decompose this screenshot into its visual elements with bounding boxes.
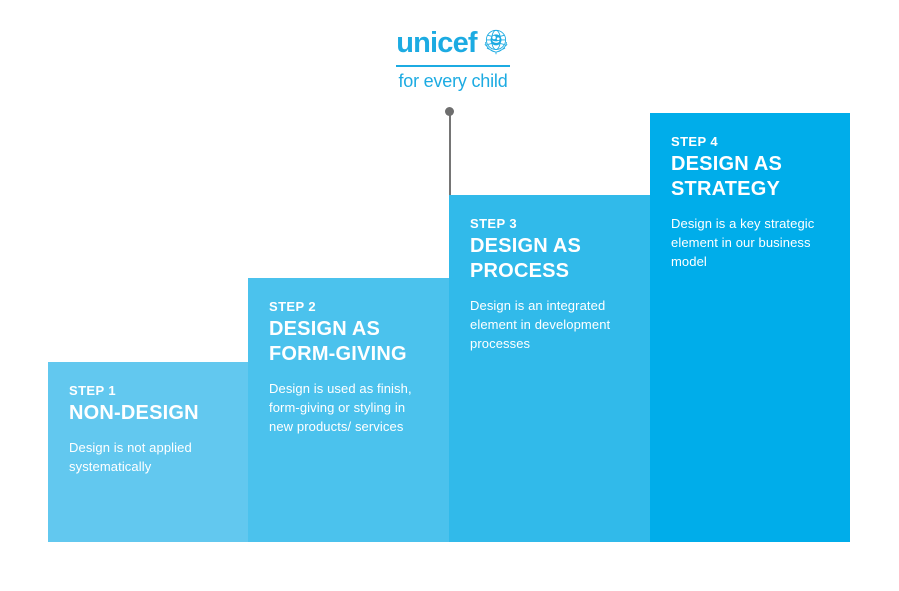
- step-2-bar: STEP 2 DESIGN AS FORM-GIVING Design is u…: [248, 278, 449, 542]
- connector-line: [449, 114, 451, 195]
- step-3-title: DESIGN AS PROCESS: [470, 235, 582, 282]
- step-4-label: STEP 4: [671, 134, 718, 149]
- step-3-label: STEP 3: [470, 216, 517, 231]
- unicef-logo: unicef: [394, 27, 512, 92]
- step-2-label: STEP 2: [269, 299, 316, 314]
- unicef-tagline: for every child: [398, 71, 508, 91]
- step-4-description: Design is a key strategic element in our…: [671, 216, 815, 269]
- step-4-title: DESIGN AS STRATEGY: [671, 153, 783, 200]
- unicef-logo-row: unicef: [396, 27, 510, 58]
- logo-divider: [396, 65, 510, 67]
- unicef-wordmark: unicef: [396, 26, 477, 59]
- step-1-description: Design is not applied systematically: [69, 440, 192, 474]
- step-4-bar: STEP 4 DESIGN AS STRATEGY Design is a ke…: [650, 113, 850, 542]
- connector-dot: [445, 107, 454, 116]
- unicef-globe-mother-child-icon: [484, 29, 508, 55]
- step-3-description: Design is an integrated element in devel…: [470, 298, 611, 351]
- step-2-title: DESIGN AS FORM-GIVING: [269, 318, 407, 365]
- step-2-description: Design is used as finish, form-giving or…: [269, 381, 412, 434]
- step-1-title: NON-DESIGN: [69, 402, 199, 424]
- step-3-bar: STEP 3 DESIGN AS PROCESS Design is an in…: [449, 195, 650, 542]
- step-1-bar: STEP 1 NON-DESIGN Design is not applied …: [48, 362, 248, 542]
- step-1-label: STEP 1: [69, 383, 116, 398]
